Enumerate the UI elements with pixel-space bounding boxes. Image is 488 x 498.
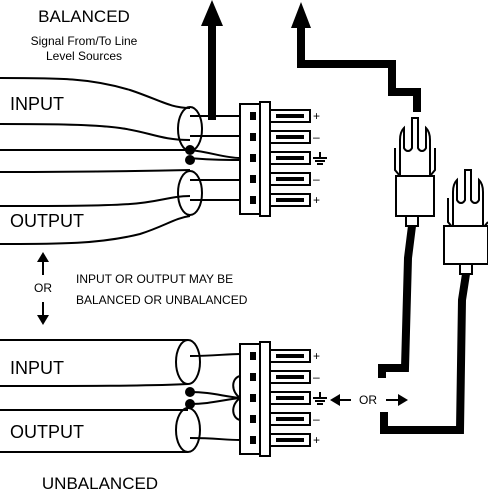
middle-note-line1: INPUT OR OUTPUT MAY BE [76, 272, 233, 286]
middle-or-label: OR [34, 281, 52, 295]
unbalanced-term-minus-2: – [313, 412, 320, 426]
balanced-subtitle-line1: Signal From/To Line [31, 34, 138, 48]
left-arrow-icon [330, 394, 351, 406]
balanced-title: BALANCED [38, 7, 130, 26]
balanced-term-plus-2: + [313, 193, 320, 207]
balanced-output-cable [0, 169, 203, 245]
balanced-input-shield-junction [185, 145, 195, 155]
up-arrow-left-icon [201, 0, 223, 120]
balanced-input-label: INPUT [10, 94, 64, 114]
unbalanced-term-plus-1: + [313, 349, 320, 363]
balanced-term-minus-1: – [313, 130, 320, 144]
unbalanced-or-label: OR [359, 393, 377, 407]
balanced-input-cable [0, 77, 203, 152]
unbalanced-output-shield-junction [185, 399, 195, 409]
rca-cable-right [380, 273, 470, 434]
balanced-terminal-block [239, 101, 311, 217]
unbalanced-term-minus-1: – [313, 370, 320, 384]
right-arrow-icon [386, 394, 408, 406]
unbalanced-wires [189, 353, 241, 441]
unbalanced-title: UNBALANCED [42, 474, 158, 493]
balanced-subtitle-line2: Level Sources [46, 49, 122, 63]
unbalanced-input-label: INPUT [10, 358, 64, 378]
balanced-ground-icon [313, 152, 327, 165]
balanced-term-plus-1: + [313, 109, 320, 123]
balanced-output-shield-junction [185, 155, 195, 165]
unbalanced-term-plus-2: + [313, 433, 320, 447]
middle-note-line2: BALANCED OR UNBALANCED [76, 293, 248, 307]
rca-plug-right-icon [443, 169, 488, 275]
rca-plug-left-icon [394, 117, 436, 227]
up-arrow-right-icon [291, 2, 421, 112]
unbalanced-output-label: OUTPUT [10, 422, 84, 442]
vertical-double-arrow-icon [37, 252, 49, 325]
unbalanced-input-shield-junction [185, 387, 195, 397]
unbalanced-ground-icon [313, 392, 327, 405]
balanced-term-minus-2: – [313, 172, 320, 186]
unbalanced-terminal-block [239, 341, 311, 457]
balanced-wires [189, 115, 241, 201]
unbalanced-input-cable [0, 339, 201, 387]
rca-cable-left [378, 225, 416, 378]
balanced-output-label: OUTPUT [10, 211, 84, 231]
